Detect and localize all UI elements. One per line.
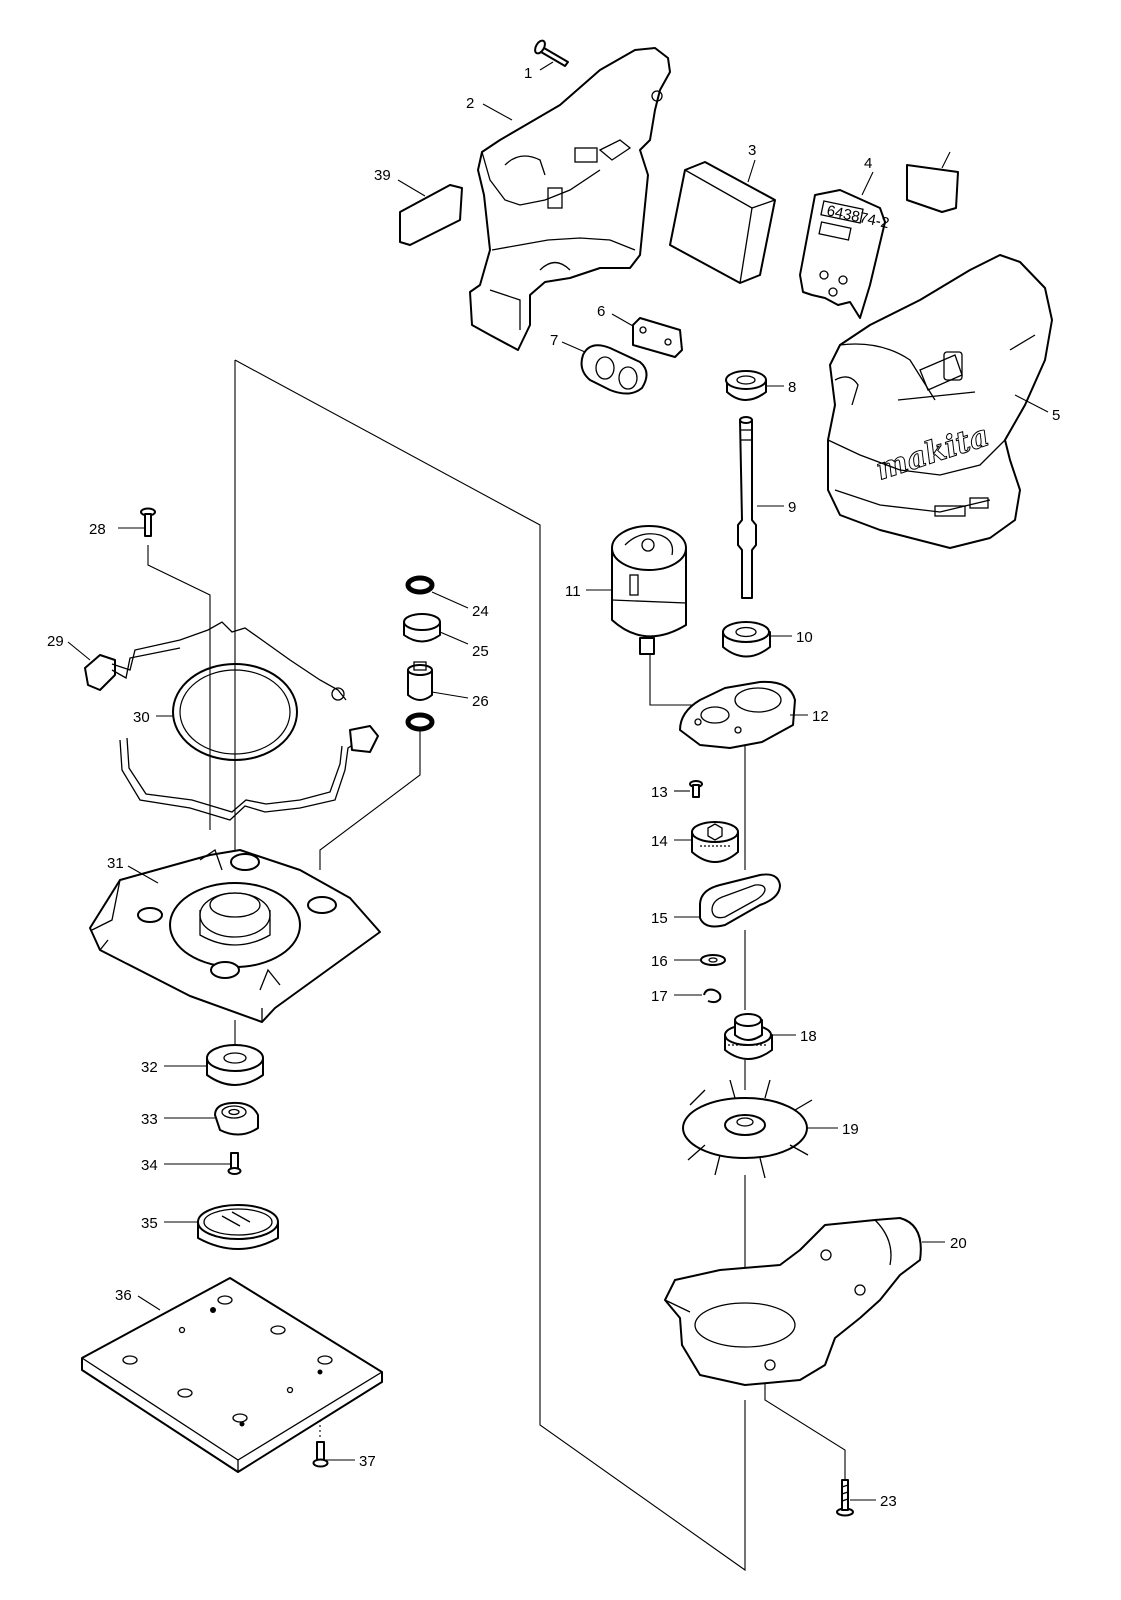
label-1: 1 <box>524 65 532 82</box>
label-11: 11 <box>565 583 581 600</box>
label-33: 33 <box>141 1111 158 1128</box>
part-35-seal[interactable] <box>164 1204 279 1250</box>
label-16: 16 <box>651 953 668 970</box>
label-14: 14 <box>651 833 668 850</box>
part-15-belt[interactable] <box>674 873 781 928</box>
label-38: 39 <box>374 167 391 184</box>
part-7-seal[interactable] <box>561 341 648 395</box>
label-25: 25 <box>472 643 489 660</box>
part-33-eccentric[interactable] <box>164 1101 259 1136</box>
part-32-bearing[interactable] <box>164 1044 264 1086</box>
label-29: 29 <box>47 633 64 650</box>
label-31: 31 <box>107 855 124 872</box>
part-29-lever[interactable] <box>67 621 347 701</box>
label-4: 4 <box>864 155 872 172</box>
part-20-fan-housing[interactable] <box>664 1217 945 1386</box>
label-24: 24 <box>472 603 489 620</box>
label-15: 15 <box>651 910 668 927</box>
part-39-label[interactable] <box>906 151 959 213</box>
label-20: 20 <box>950 1235 967 1252</box>
label-10: 10 <box>796 629 813 646</box>
part-11-motor[interactable] <box>586 525 687 655</box>
part-6-plate[interactable] <box>611 313 683 358</box>
part-2-housing-left[interactable] <box>469 47 671 351</box>
part-38-label[interactable] <box>397 179 463 246</box>
label-9: 9 <box>788 499 796 516</box>
part-19-fan[interactable] <box>682 1079 838 1179</box>
part-5-housing-right[interactable]: makita <box>827 254 1053 549</box>
label-6: 6 <box>597 303 605 320</box>
part-31-base[interactable] <box>89 848 381 1023</box>
part-24-o-ring-lower[interactable] <box>405 712 435 732</box>
part-17-retaining-ring[interactable] <box>674 988 722 1004</box>
part-26-pin[interactable] <box>407 661 469 701</box>
part-4-switch[interactable] <box>799 171 886 319</box>
part-1-screw[interactable] <box>533 39 569 71</box>
part-8-bearing[interactable] <box>725 370 784 401</box>
label-7: 7 <box>550 332 558 349</box>
label-8: 8 <box>788 379 796 396</box>
part-9-shaft[interactable] <box>737 416 784 599</box>
label-32: 32 <box>141 1059 158 1076</box>
label-13: 13 <box>651 784 668 801</box>
part-34-screw[interactable] <box>164 1152 242 1175</box>
label-37: 37 <box>359 1453 376 1470</box>
part-10-bearing[interactable] <box>722 621 792 658</box>
part-30-ring[interactable] <box>156 663 298 761</box>
label-30: 30 <box>133 709 150 726</box>
label-3: 3 <box>748 142 756 159</box>
label-19: 19 <box>842 1121 859 1138</box>
label-17: 17 <box>651 988 668 1005</box>
label-28: 28 <box>89 521 106 538</box>
part-16-washer[interactable] <box>674 954 726 966</box>
part-36-pad[interactable] <box>81 1277 383 1473</box>
label-12: 12 <box>812 708 829 725</box>
part-29-wire-lower[interactable] <box>119 725 379 821</box>
label-5: 5 <box>1052 407 1060 424</box>
part-3-controller[interactable] <box>669 159 776 284</box>
label-35: 35 <box>141 1215 158 1232</box>
label-2: 2 <box>466 95 474 112</box>
part-24-o-ring[interactable] <box>405 575 469 609</box>
part-25-bushing[interactable] <box>403 613 469 645</box>
part-14-pulley[interactable] <box>674 821 739 863</box>
label-34: 34 <box>141 1157 158 1174</box>
part-12-bearing-box[interactable] <box>679 680 808 749</box>
label-18: 18 <box>800 1028 817 1045</box>
part-28-screw[interactable] <box>118 507 156 537</box>
label-36: 36 <box>115 1287 132 1304</box>
label-23: 23 <box>880 1493 897 1510</box>
part-37-screw[interactable] <box>312 1441 356 1468</box>
label-26: 26 <box>472 693 489 710</box>
part-18-gear[interactable] <box>724 1013 796 1060</box>
part-13-screw[interactable] <box>674 780 703 798</box>
part-23-screw[interactable] <box>836 1479 876 1517</box>
